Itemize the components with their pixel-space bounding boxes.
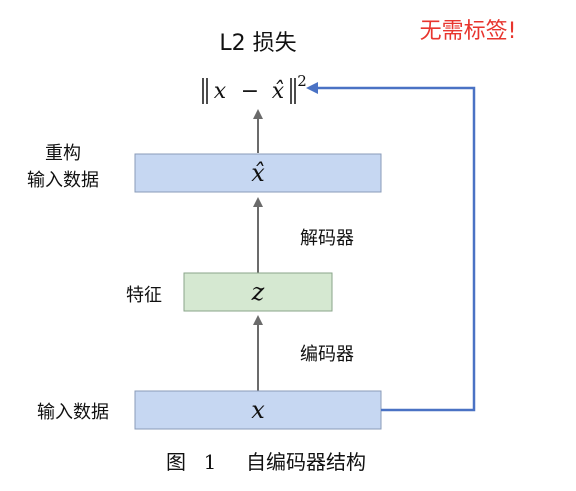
- output-label-line2: 输入数据: [27, 170, 99, 191]
- feature-symbol: z: [251, 278, 265, 306]
- output-label-line1: 重构: [45, 143, 81, 164]
- caption-figure: 图: [166, 450, 186, 474]
- input-label: 输入数据: [37, 402, 109, 423]
- output-symbol: x̂: [251, 159, 265, 187]
- caption-text: 自编码器结构: [246, 450, 366, 474]
- formula-x: x: [214, 79, 227, 104]
- input-symbol: x: [251, 396, 265, 424]
- feature-label: 特征: [126, 285, 162, 306]
- decoder-label: 解码器: [300, 228, 354, 249]
- feedback-arrow: [306, 82, 476, 412]
- loss-formula: x − x̂ 2: [202, 72, 307, 104]
- formula-xhat: x̂: [272, 79, 285, 104]
- loss-title: L2 损失: [219, 31, 296, 56]
- formula-minus: −: [241, 79, 259, 104]
- caption-number: 1: [204, 450, 217, 474]
- input-box: [134, 390, 382, 430]
- formula-exponent: 2: [297, 72, 307, 90]
- figure-caption: 图 1 自编码器结构: [166, 450, 366, 474]
- encoder-label: 编码器: [300, 344, 354, 365]
- output-box: [134, 153, 382, 193]
- feature-box: [183, 272, 333, 312]
- no-labels-note: 无需标签!: [420, 19, 517, 44]
